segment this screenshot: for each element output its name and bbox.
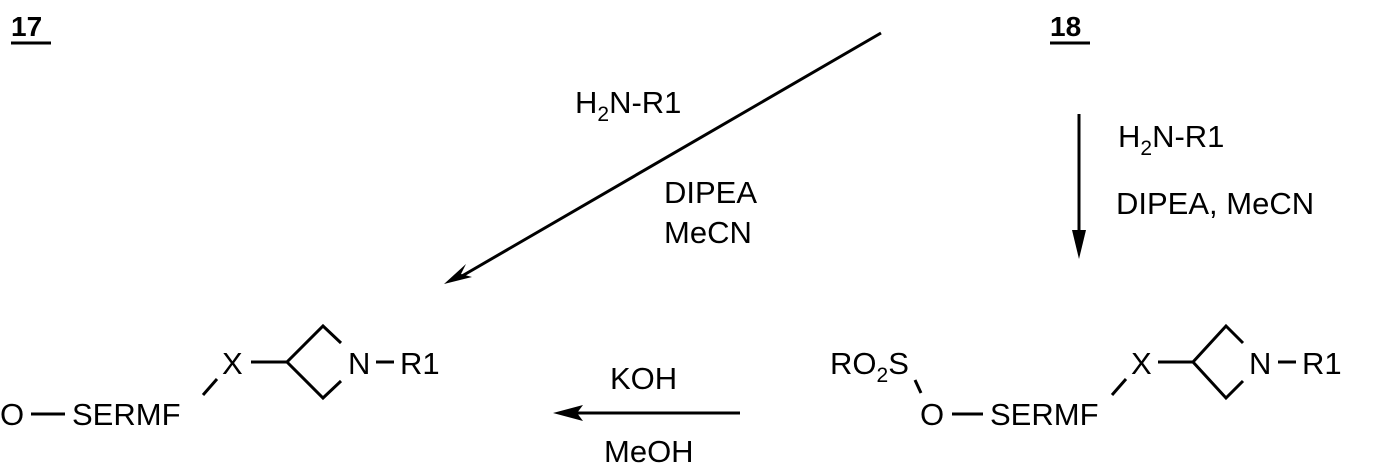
reagent-koh: KOH — [610, 361, 677, 396]
product-right-structure: RO2S O SERMF X N R1 — [830, 323, 1342, 432]
atom-nitrogen: N — [1249, 346, 1271, 381]
compound-label-17: 17 — [11, 11, 51, 45]
azetidine-ring — [1190, 323, 1245, 401]
arrow-head-icon — [1072, 230, 1086, 259]
compound-number: 17 — [11, 11, 42, 42]
arrow-head-icon — [553, 405, 583, 421]
bond — [913, 379, 923, 394]
sulfonyl-group: RO2S — [830, 346, 909, 387]
reagent-amine: H2N-R1 — [1118, 119, 1224, 160]
diagonal-reaction-arrow — [444, 31, 882, 284]
compound-label-18: 18 — [1050, 11, 1090, 45]
core-sermf: SERMF — [990, 397, 1099, 432]
bond — [201, 378, 219, 396]
arrow-shaft — [461, 31, 882, 278]
atom-oxygen: O — [0, 397, 24, 432]
substituent-r1: R1 — [1302, 346, 1342, 381]
linker-x: X — [1131, 346, 1152, 381]
bond — [1110, 378, 1128, 396]
arrow-head-icon — [444, 264, 472, 284]
atom-oxygen: O — [920, 397, 944, 432]
reagent-solvent: MeCN — [664, 215, 752, 250]
reagent-base: DIPEA — [664, 175, 757, 210]
reagent-base-solvent: DIPEA, MeCN — [1116, 186, 1314, 221]
linker-x: X — [222, 346, 243, 381]
reagent-amine: H2N-R1 — [575, 85, 681, 126]
azetidine-ring — [284, 323, 343, 401]
reagent-meoh: MeOH — [604, 434, 694, 469]
vertical-reaction-arrow — [1072, 114, 1086, 259]
core-sermf: SERMF — [72, 397, 181, 432]
horizontal-reaction-arrow — [553, 405, 740, 421]
substituent-r1: R1 — [400, 346, 440, 381]
product-left-structure: O SERMF X N R1 — [0, 323, 440, 432]
atom-nitrogen: N — [348, 346, 370, 381]
compound-number: 18 — [1050, 11, 1081, 42]
